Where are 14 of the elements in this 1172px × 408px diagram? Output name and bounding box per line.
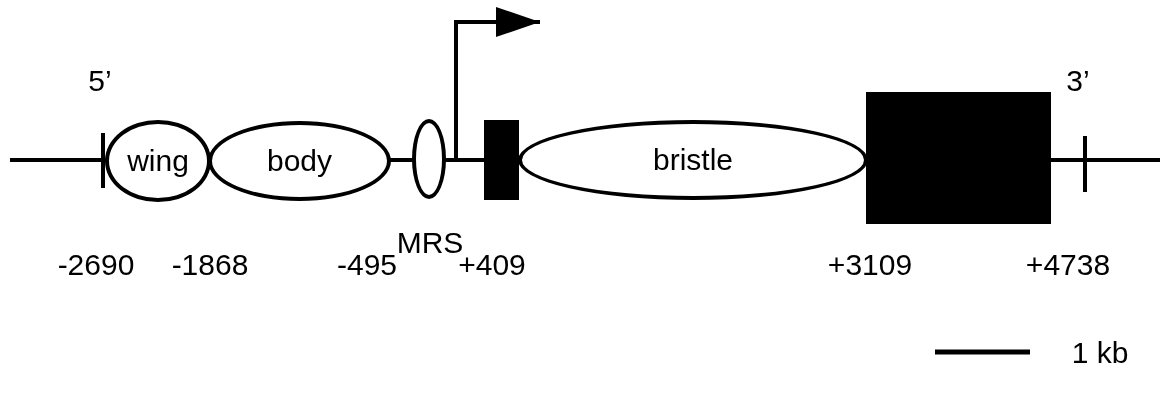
position-label: +3109 [827,250,913,280]
position-label: -1868 [171,250,249,280]
element-label: bristle [653,145,733,175]
end-label: 5’ [88,66,112,96]
scale-label: 1 kb [1071,338,1129,368]
position-label: +4738 [1025,250,1111,280]
exon-block [484,120,519,200]
exon-block [866,92,1051,224]
element-label: MRS [396,228,464,258]
element-label: wing [127,146,189,176]
position-label: -495 [337,250,397,280]
end-label: 3’ [1066,66,1090,96]
element-label: body [266,146,333,176]
position-label: -2690 [57,250,135,280]
